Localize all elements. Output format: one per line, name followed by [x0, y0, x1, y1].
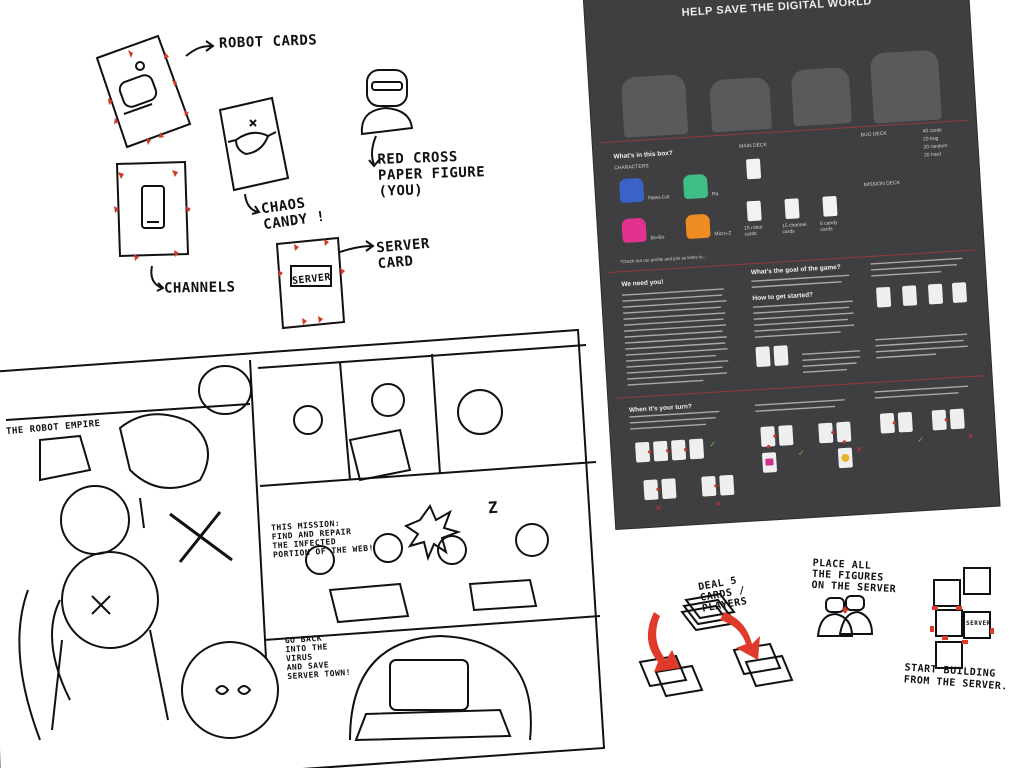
chaos-candy-label: CHAOS CANDY ! [260, 195, 327, 234]
invalid-cross-icon: ✕ [855, 444, 863, 455]
robot-cards-label: ROBOT CARDS [218, 32, 318, 52]
red-cross-figure-label: RED CROSS PAPER FIGURE (YOU) [377, 149, 486, 200]
channels-label: CHANNELS [163, 279, 236, 297]
comic-caption-1: THE ROBOT EMPIRE [5, 418, 101, 438]
start-building-label: START BUILDING FROM THE SERVER. [903, 662, 1009, 693]
invalid-cross-icon: ✕ [714, 499, 722, 509]
invalid-cross-icon: ✕ [967, 431, 975, 442]
rules-sheet: HELP SAVE THE DIGITAL WORLD What's in th… [583, 0, 1000, 529]
invalid-cross-icon: ✕ [654, 503, 663, 513]
valid-check-icon: ✓ [917, 435, 925, 445]
server-card-inner-label: SERVER [291, 271, 332, 288]
deal-cards-label: DEAL 5 CARDS / PLAYERS [697, 575, 749, 615]
turn-diagrams [635, 408, 965, 501]
place-figures-label: PLACE ALL THE FIGURES ON THE SERVER [811, 557, 897, 596]
comic-caption-3: GO BACK INTO THE VIRUS AND SAVE SERVER T… [284, 633, 352, 682]
server-card-label: SERVER CARD [375, 235, 431, 273]
comic-sfx: Z [487, 497, 499, 518]
valid-check-icon: ✓ [797, 448, 805, 458]
valid-check-icon: ✓ [709, 439, 717, 450]
server-tile-label: SERVER [966, 620, 991, 627]
paragraph-lines [621, 257, 969, 430]
comic-caption-2: THIS MISSION: FIND AND REPAIR THE INFECT… [270, 518, 375, 560]
